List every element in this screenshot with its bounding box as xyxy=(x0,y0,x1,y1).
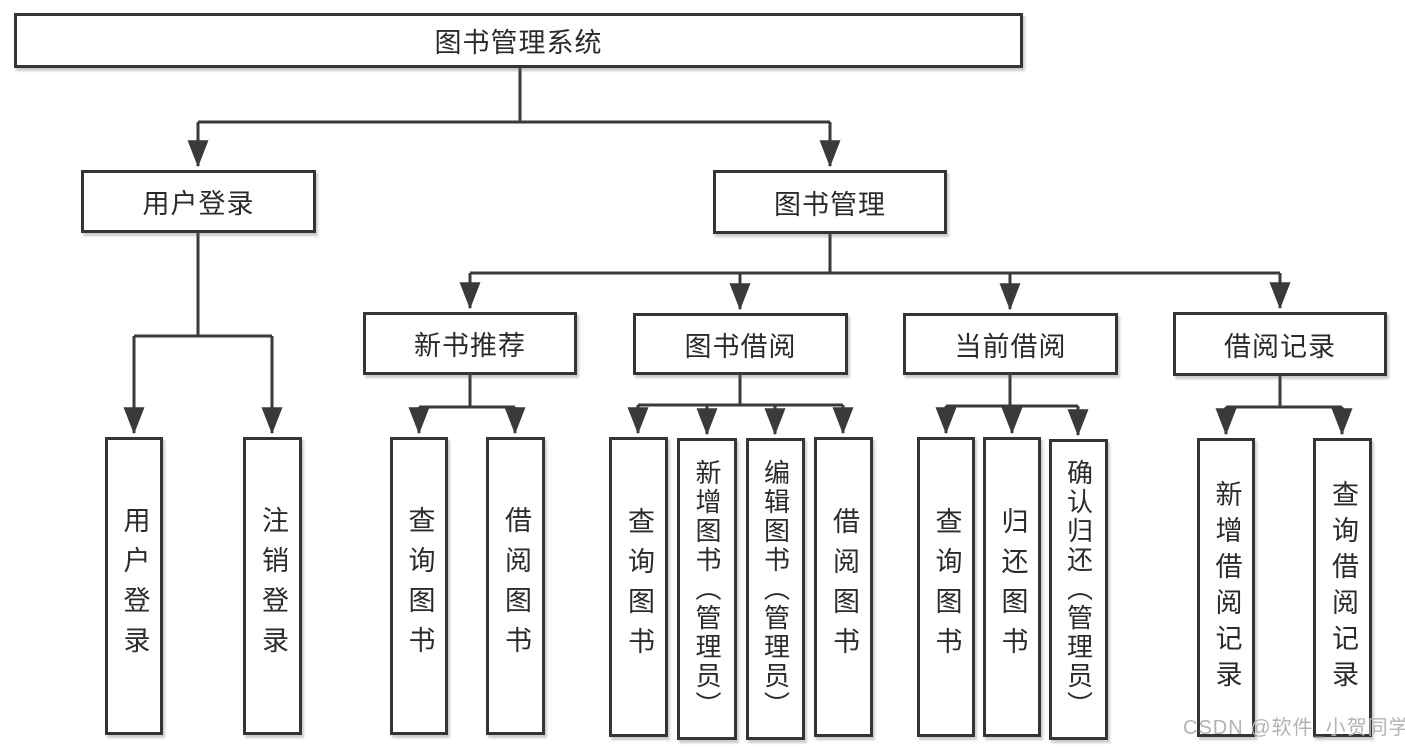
node-user-login-label: 用户登录 xyxy=(142,189,255,219)
node-borrow-records-label: 借阅记录 xyxy=(1224,331,1336,362)
watermark: CSDN @软件_小贺同学 xyxy=(1183,717,1405,739)
connector-new-book-recommend-children xyxy=(408,375,526,435)
node-current-borrow: 当前借阅 xyxy=(903,313,1118,375)
node-book-management-label: 图书管理 xyxy=(774,189,886,220)
node-user-login: 用户登录 xyxy=(81,170,316,233)
leaf-query-borrow-record: 查询借阅记录 xyxy=(1313,438,1372,737)
node-library-system-label: 图书管理系统 xyxy=(434,28,603,58)
node-library-system: 图书管理系统 xyxy=(14,13,1023,68)
leaf-query-books-1-label: 查询图书 xyxy=(404,506,435,666)
node-borrow-records: 借阅记录 xyxy=(1173,312,1387,376)
leaf-add-books-admin-label: 新增图书（管理员） xyxy=(692,458,722,720)
node-current-borrow-label: 当前借阅 xyxy=(954,331,1067,362)
connector-book-management-children xyxy=(459,234,1291,311)
leaf-logout-label: 注销登录 xyxy=(258,506,288,666)
leaf-query-books-2-label: 查询图书 xyxy=(624,507,654,667)
connector-book-borrow-children xyxy=(627,375,854,436)
leaf-add-borrow-record-label: 新增借阅记录 xyxy=(1211,479,1242,696)
leaf-edit-books-admin-label: 编辑图书（管理员） xyxy=(760,458,791,720)
leaf-query-books-2: 查询图书 xyxy=(609,437,668,737)
leaf-borrow-books-2-label: 借阅图书 xyxy=(829,507,859,667)
leaf-edit-books-admin: 编辑图书（管理员） xyxy=(746,438,805,740)
leaf-borrow-books-1: 借阅图书 xyxy=(486,437,545,735)
node-new-book-recommend-label: 新书推荐 xyxy=(414,331,526,361)
leaf-user-login-label: 用户登录 xyxy=(119,506,150,666)
leaf-logout: 注销登录 xyxy=(243,437,302,735)
connector-current-borrow-children xyxy=(935,375,1089,437)
connector-root-to-branches xyxy=(187,68,841,168)
connector-user-login-children xyxy=(123,233,283,435)
connector-borrow-records-children xyxy=(1215,376,1353,436)
leaf-user-login: 用户登录 xyxy=(105,437,163,735)
leaf-add-borrow-record: 新增借阅记录 xyxy=(1197,438,1255,737)
leaf-query-borrow-record-label: 查询借阅记录 xyxy=(1328,479,1358,696)
node-book-management: 图书管理 xyxy=(713,170,947,234)
leaf-borrow-books-1-label: 借阅图书 xyxy=(501,506,531,666)
leaf-borrow-books-2: 借阅图书 xyxy=(814,437,873,737)
leaf-return-books-label: 归还图书 xyxy=(997,507,1028,667)
node-book-borrow-label: 图书借阅 xyxy=(684,331,797,362)
leaf-query-books-3-label: 查询图书 xyxy=(931,507,962,667)
leaf-add-books-admin: 新增图书（管理员） xyxy=(677,438,737,740)
node-new-book-recommend: 新书推荐 xyxy=(363,312,577,375)
leaf-confirm-return-admin: 确认归还（管理员） xyxy=(1049,439,1108,740)
leaf-return-books: 归还图书 xyxy=(983,437,1041,737)
node-book-borrow: 图书借阅 xyxy=(633,313,848,375)
leaf-query-books-3: 查询图书 xyxy=(917,437,975,737)
leaf-query-books-1: 查询图书 xyxy=(390,437,448,735)
leaf-confirm-return-admin-label: 确认归还（管理员） xyxy=(1063,459,1094,720)
